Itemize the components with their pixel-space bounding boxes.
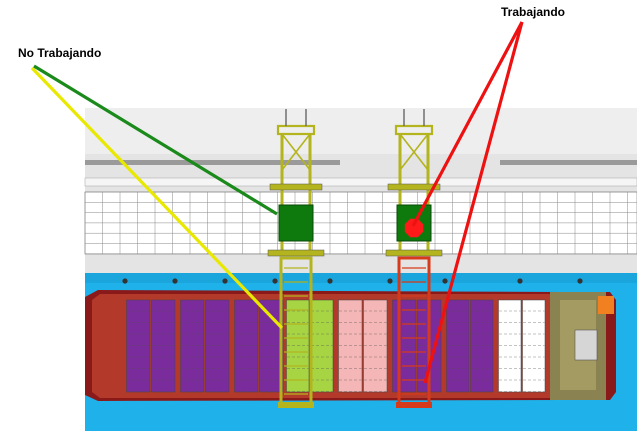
crane-trolley [278,204,314,242]
quay-edge-strip [84,177,637,187]
callout-line-not-working-yellow [30,66,284,330]
crane-top-frame [276,124,316,136]
container-stack [338,299,363,393]
container-stack [259,299,284,393]
rail-track-left [85,160,340,165]
crane-brace [281,133,311,171]
bollard [222,278,228,284]
crane-boom-end [278,402,314,408]
container-stack [310,299,334,393]
callout-line-working-1 [411,21,524,227]
callout-line-working-2 [423,21,524,384]
label-not-working: No Trabajando [18,46,102,60]
quay-upper-area [85,108,637,154]
ship-bow [92,294,120,398]
container-stack [498,299,522,393]
container-stack [522,299,546,393]
rail-track-right [500,160,637,165]
crane-boom-end [396,402,432,408]
crane-not-working [267,109,325,408]
crane-top-frame [394,124,434,136]
crane-brace [399,133,429,171]
callout-line-not-working-green [33,64,278,216]
container-stack [205,299,230,393]
container-stack [151,299,176,393]
container-stack [126,299,151,393]
container-stack [470,299,494,393]
container-stack [286,299,310,393]
ship [85,290,616,401]
bollard [272,278,278,284]
bollard [442,278,448,284]
crane-gantry-beam [269,183,323,191]
callouts [30,21,524,384]
crane-sill-beam [267,249,325,257]
water-quay-edge [85,273,637,283]
ship-funnel [598,296,614,314]
crane-gantry-beam [387,183,441,191]
bollard [327,278,333,284]
label-working: Trabajando [501,5,566,19]
ship-bridge-house [574,329,598,361]
bollard [577,278,583,284]
container-stack [392,299,417,393]
bollard [387,278,393,284]
container-stack [363,299,388,393]
bollard [172,278,178,284]
bollards [122,278,583,284]
container-stack [180,299,205,393]
crane-active-marker [404,218,424,238]
bollard [517,278,523,284]
crane-sill-beam [385,249,443,257]
container-stack [446,299,470,393]
container-stack [234,299,259,393]
yard-grid [84,191,637,255]
bollard [122,278,128,284]
container-rows [126,299,546,393]
